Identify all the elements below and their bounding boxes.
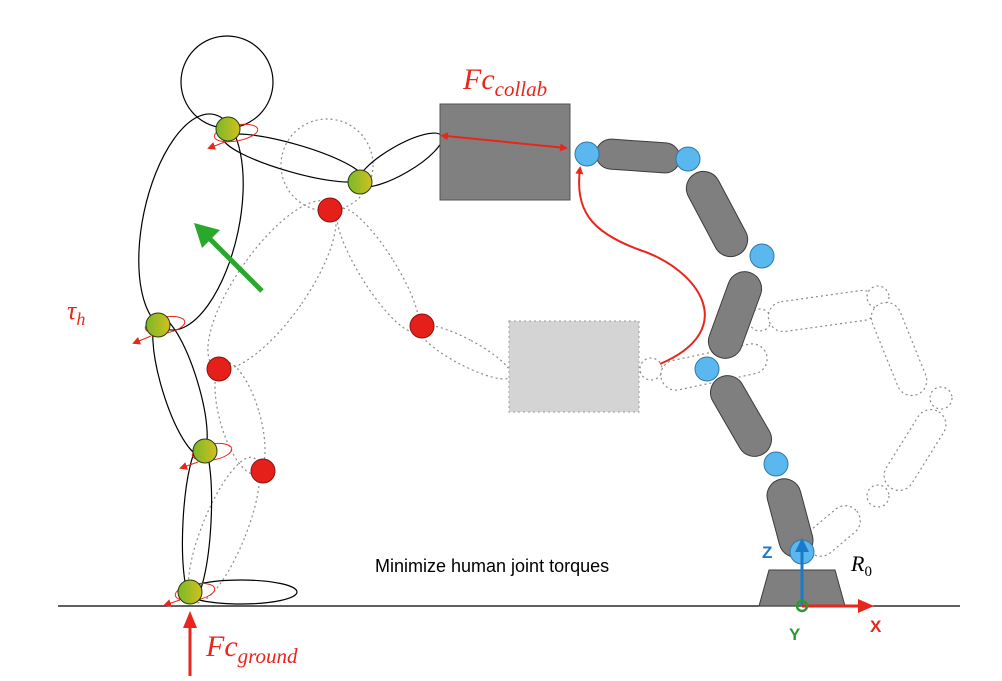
- robot-link-4: [710, 375, 772, 457]
- robot-link-1: [595, 138, 681, 174]
- human-ankle-joint: [177, 579, 203, 605]
- ghost-head: [280, 118, 374, 212]
- ghost-shank: [187, 456, 261, 604]
- robot-link-2: [685, 170, 749, 258]
- x-axis-head: [858, 599, 874, 613]
- robot-joint-5: [763, 451, 789, 477]
- motion-arrow: [194, 223, 264, 293]
- fc-ground-label: Fcground: [205, 630, 298, 668]
- ghost-elbow-joint: [409, 313, 435, 339]
- ghost-thigh: [214, 361, 266, 475]
- ghost-robot-joint-4: [929, 386, 953, 410]
- fc-collab-arrow: [440, 132, 568, 152]
- fc-collab-label: Fccollab: [462, 63, 547, 101]
- torque-arrow-shoulder: [207, 141, 226, 150]
- robot-joint-1: [574, 141, 600, 167]
- ghost-robot-joint-3: [866, 285, 890, 309]
- axis-x-label: X: [870, 617, 882, 636]
- robot-joint-2: [675, 146, 701, 172]
- human-knee-joint: [192, 438, 218, 464]
- ghost-link-5: [805, 505, 861, 557]
- y-axis-marker: [795, 599, 809, 613]
- ghost-hip-joint: [206, 356, 232, 382]
- collab-object: [439, 103, 571, 201]
- human-torso: [138, 113, 244, 331]
- human-head: [180, 35, 274, 129]
- ghost-shoulder-joint: [317, 197, 343, 223]
- human-hip-joint: [145, 312, 171, 338]
- ghost-robot-joint-1: [639, 357, 663, 381]
- ghost-link-4: [883, 408, 947, 492]
- robot-joint-3: [749, 243, 775, 269]
- torque-markers: [132, 123, 259, 607]
- motion-arrow-head: [194, 223, 220, 248]
- end-effector-motion-curve: [575, 166, 706, 365]
- tau-h-label: τh: [67, 296, 85, 329]
- z-axis-head: [795, 538, 809, 552]
- ghost-human-joints: [206, 197, 435, 484]
- torque-arrow-knee: [179, 461, 199, 470]
- ghost-robot-joint-5: [866, 484, 890, 508]
- coordinate-frame: [795, 538, 874, 613]
- r0-label: R0: [850, 551, 872, 580]
- fc-ground-arrow: [183, 611, 197, 676]
- axis-z-label: Z: [762, 543, 772, 562]
- ghost-object: [508, 320, 640, 413]
- ghost-knee-joint: [250, 458, 276, 484]
- human-pose: [138, 35, 443, 605]
- torque-arrow-ankle: [163, 599, 181, 607]
- ghost-link-3: [870, 301, 928, 397]
- torque-arrow-hip: [132, 335, 152, 345]
- human-elbow-joint: [347, 169, 373, 195]
- robot-link-3: [707, 271, 763, 359]
- human-joints: [145, 116, 373, 605]
- caption-text: Minimize human joint torques: [375, 556, 609, 576]
- axis-y-label: Y: [789, 625, 801, 644]
- human-shoulder-joint: [215, 116, 241, 142]
- ghost-link-2: [767, 289, 879, 333]
- ghost-robot-pose: [508, 285, 953, 557]
- robot-joint-4: [694, 356, 720, 382]
